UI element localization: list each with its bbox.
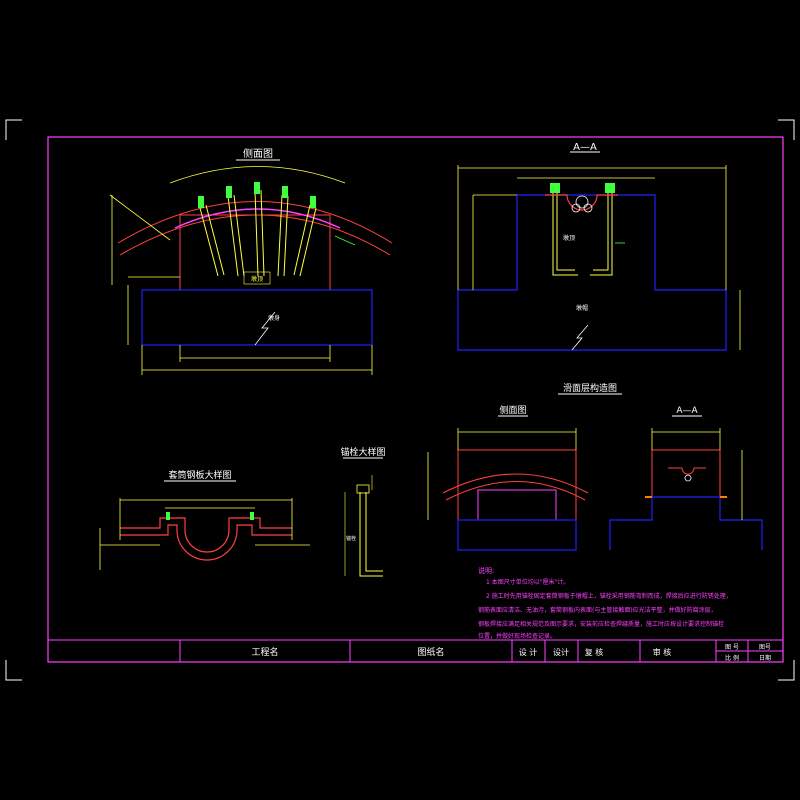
- sheet-no-label: 图 号: [725, 644, 739, 651]
- designed-label: 设 计: [519, 647, 538, 657]
- anchor-bolt-detail-title: 锚栓大样图: [340, 446, 385, 458]
- side-view: 侧面图 墩身: [109, 147, 393, 375]
- pier-top-label-aa: 墩顶: [563, 234, 575, 242]
- notes-line-4: 钢板焊接应满足相关规范及图示要求，安装前应检查焊缝质量，施工时应按设计要求控制锚…: [478, 620, 724, 628]
- drawing-frame: [47, 136, 784, 663]
- notes-line-3: 钢筋表面应清洁、无油污，套筒钢板内表面(与主管接触面)应光洁平整，并做好防腐涂层…: [478, 606, 717, 614]
- pier-cap-label: 墩帽: [576, 304, 588, 312]
- date-label: 日期: [759, 654, 771, 662]
- pad-section-title: A—A: [676, 406, 698, 416]
- crop-marks: [5, 119, 795, 681]
- section-aa-title: A—A: [573, 142, 597, 153]
- project-name: 工程名: [251, 646, 278, 658]
- side-view-title: 侧面图: [243, 147, 273, 160]
- pad-structure-title: 滑面层构造图: [563, 382, 617, 394]
- notes-title: 说明:: [478, 566, 494, 575]
- notes-line-1: 1 本图尺寸单位均以"厘米"计。: [486, 578, 569, 586]
- notes-line-2: 2 施工时先用锚栓固定套筒钢板于墩帽上，锚栓采用钢筋弯制而成，焊接后应进行防锈处…: [486, 592, 732, 600]
- drawing-name: 图纸名: [417, 646, 444, 658]
- checked-label: 复 核: [585, 647, 604, 657]
- anchor-bolt-detail: 锚栓大样图 锚栓: [340, 446, 386, 577]
- steel-plate-detail-title: 套筒钢板大样图: [168, 469, 231, 481]
- notes-line-5: 位置，并做好现场检查记录。: [478, 632, 556, 640]
- pad-structure: 滑面层构造图 侧面图 A—A: [427, 382, 763, 551]
- approved-label: 审 核: [653, 647, 672, 657]
- pier-top-label: 墩顶: [251, 275, 263, 283]
- section-aa: A—A 墩帽 墩顶: [457, 142, 741, 351]
- pad-side-title: 侧面图: [499, 404, 526, 416]
- drawing-no-label: 图号: [759, 644, 771, 651]
- bolt-label: 锚栓: [346, 535, 356, 542]
- scale-label: 比 例: [725, 654, 739, 662]
- pier-body-label: 墩身: [268, 314, 280, 322]
- title-block: 工程名 图纸名 设 计 设计 复 核 审 核 图 号 比 例 图号 日期: [179, 640, 783, 662]
- steel-plate-detail: 套筒钢板大样图: [99, 469, 310, 570]
- drawn-label: 设计: [553, 647, 569, 657]
- notes: 说明: 1 本图尺寸单位均以"厘米"计。 2 施工时先用锚栓固定套筒钢板于墩帽上…: [478, 566, 732, 640]
